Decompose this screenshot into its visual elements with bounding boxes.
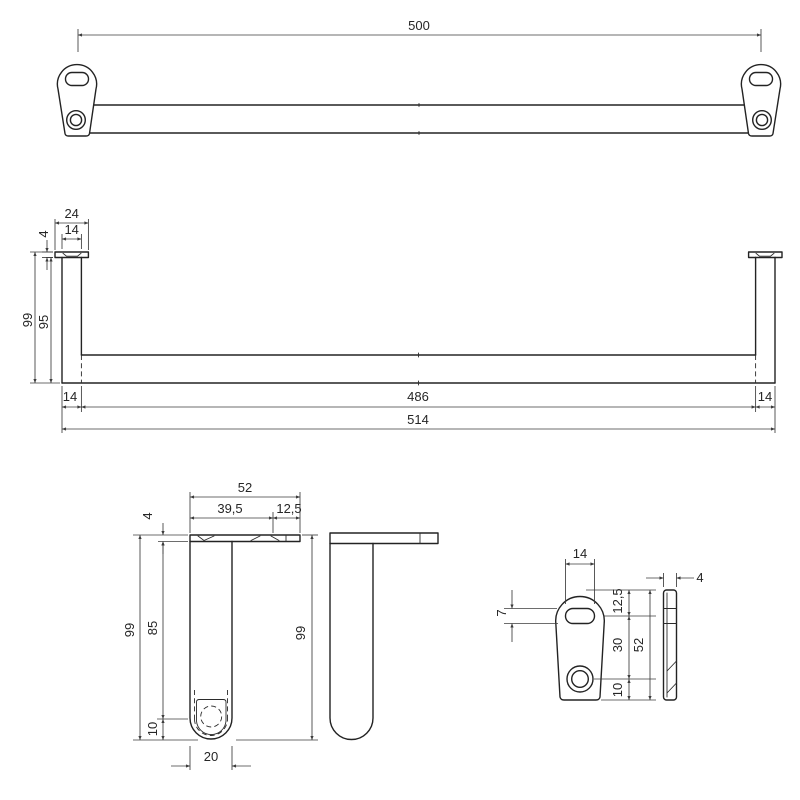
dim-right-chain: 12,5 30 10 52	[586, 588, 656, 701]
bracket-top-right	[740, 63, 782, 137]
dim-label-99-side-right: 99	[293, 626, 308, 640]
bracket-top-left	[56, 63, 98, 137]
dim-95-front: 95	[36, 257, 53, 384]
dim-85-10: 85 10	[145, 541, 188, 741]
dim-20: 20	[171, 746, 251, 770]
dim-99-front: 99	[20, 251, 60, 384]
dim-label-486: 486	[407, 389, 429, 404]
hidden-screw-hole	[200, 705, 223, 728]
dim-7-slot: 7	[494, 590, 558, 642]
front-left-post	[54, 251, 90, 384]
bar-top-view	[69, 104, 769, 134]
flange-side	[189, 534, 301, 543]
dim-99-side-right: 99	[236, 534, 318, 741]
dim-4-flange: 4	[36, 230, 53, 270]
dim-label-7-slot: 7	[494, 609, 509, 616]
dim-label-30: 30	[610, 638, 625, 652]
dim-bottom-chain: 14 486 14 514	[61, 386, 776, 433]
dim-label-10-bracket: 10	[610, 683, 625, 697]
bracket-hole-inner	[571, 670, 590, 689]
bracket-hole-outer	[566, 665, 594, 693]
dim-label-12-5-bracket: 12,5	[610, 588, 625, 613]
dim-24: 24	[54, 206, 89, 250]
dim-label-14-slot: 14	[573, 546, 587, 561]
dim-label-500: 500	[408, 18, 430, 33]
side-section-view: 52 39,5 12,5 4 99 85 10	[122, 480, 318, 770]
flange-outer	[329, 532, 439, 545]
dim-label-20: 20	[204, 749, 218, 764]
dim-label-10-side: 10	[145, 722, 160, 736]
dim-label-514: 514	[407, 412, 429, 427]
dim-label-39-5: 39,5	[217, 501, 242, 516]
bracket-front-view: 14 7 12,5 30 10 52	[494, 546, 656, 701]
dim-label-12-5: 12,5	[276, 501, 301, 516]
dim-label-4-flange: 4	[36, 230, 51, 237]
dim-label-14-left: 14	[63, 389, 77, 404]
dim-14-slot: 14	[565, 546, 595, 604]
dim-label-52-side: 52	[238, 480, 252, 495]
dim-500: 500	[77, 18, 762, 52]
front-view: 24 14 4 99 95	[20, 206, 783, 433]
dim-39-5-12-5: 39,5 12,5	[189, 501, 302, 533]
dim-label-14-right: 14	[758, 389, 772, 404]
fastener-pocket	[196, 699, 227, 736]
bar-end-profile	[189, 540, 233, 740]
dim-99-side-left: 99	[122, 534, 198, 741]
bracket-plate-outline	[662, 589, 678, 701]
bar-end-outer-profile	[329, 542, 374, 741]
front-right-post	[747, 251, 783, 384]
side-outer-view	[329, 532, 439, 741]
dim-52-side: 52	[189, 480, 301, 533]
dim-14-post: 14	[61, 222, 82, 249]
dim-label-14-post: 14	[64, 222, 78, 237]
top-view: 500	[56, 18, 782, 137]
dim-label-24: 24	[64, 206, 78, 221]
dim-4-thickness: 4	[646, 570, 704, 587]
dim-label-4-thickness: 4	[696, 570, 703, 585]
bracket-outline	[555, 595, 605, 701]
dim-label-99-front: 99	[20, 313, 35, 327]
bracket-side-view: 4	[646, 570, 704, 701]
dim-label-85: 85	[145, 621, 160, 635]
dim-4-side: 4	[133, 512, 188, 554]
dim-label-99-side-left: 99	[122, 623, 137, 637]
bracket-slot	[564, 607, 596, 625]
dim-label-4-side: 4	[140, 512, 155, 519]
dim-label-95-front: 95	[36, 315, 51, 329]
dim-label-52-bracket: 52	[631, 638, 646, 652]
